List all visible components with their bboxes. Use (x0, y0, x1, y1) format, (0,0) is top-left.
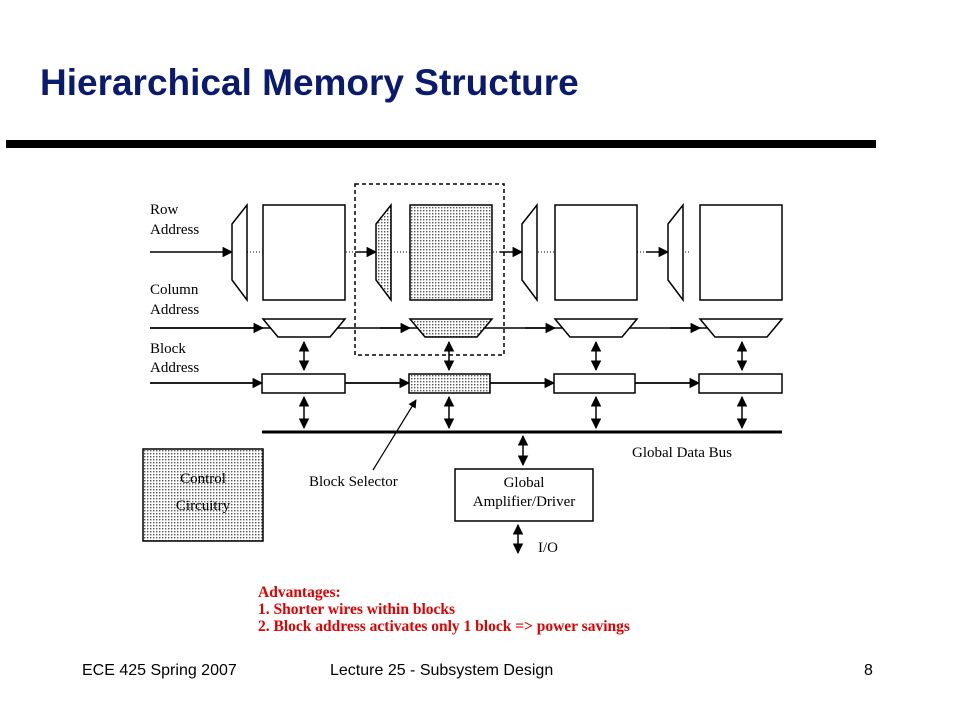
advantages-heading: Advantages: (258, 584, 341, 601)
memory-block-2-selected (354, 183, 505, 430)
advantage-2: 2. Block address activates only 1 block … (258, 618, 630, 635)
memory-block-1 (231, 202, 347, 430)
global-amplifier-box (454, 468, 594, 522)
selected-block-outline (354, 183, 505, 356)
footer-lecture: Lecture 25 - Subsystem Design (330, 662, 554, 679)
footer-course: ECE 425 Spring 2007 (82, 662, 237, 679)
advantage-1: 1. Shorter wires within blocks (258, 601, 456, 618)
block-selector-pointer (372, 399, 417, 471)
footer-page-number: 8 (864, 662, 873, 679)
title-underline (6, 140, 876, 148)
memory-block-4 (667, 202, 784, 430)
block-selector-label: Block Selector (309, 474, 398, 490)
advantages-text: Advantages: 1. Shorter wires within bloc… (258, 584, 630, 635)
control-circuitry-box (142, 448, 264, 542)
io-label: I/O (538, 540, 558, 556)
memory-block-3 (521, 202, 639, 430)
slide-title: Hierarchical Memory Structure (40, 62, 579, 103)
global-data-bus-label: Global Data Bus (632, 445, 732, 461)
